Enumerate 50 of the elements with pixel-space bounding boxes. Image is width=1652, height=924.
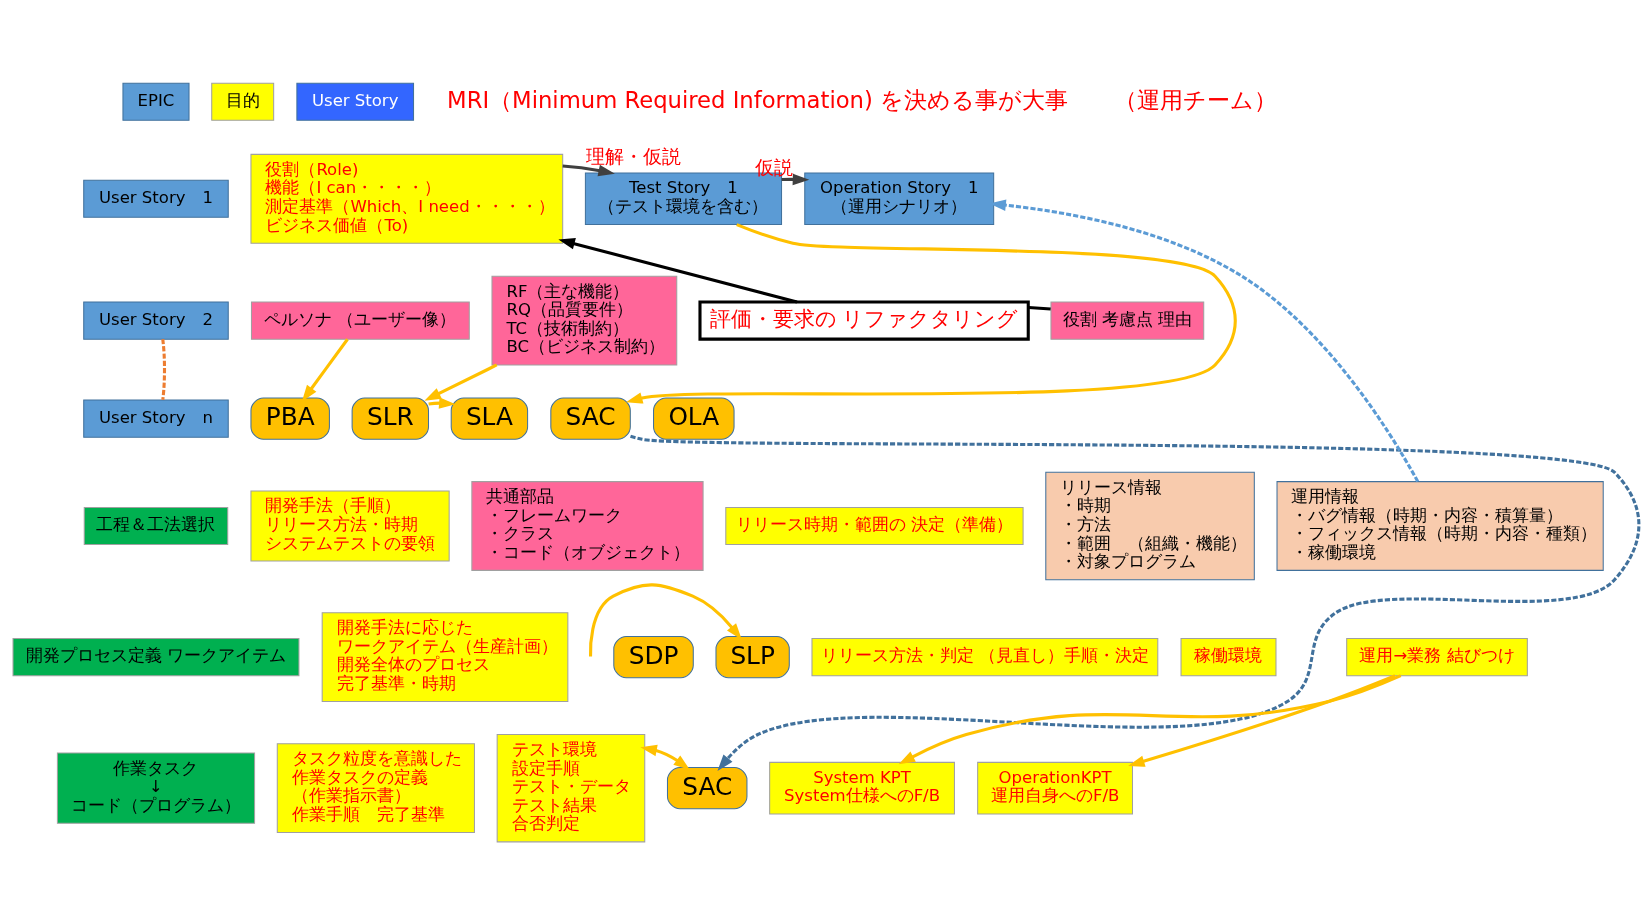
node-box: OLA bbox=[653, 397, 735, 440]
connector bbox=[1028, 305, 1051, 311]
node-box: RF（主な機能） RQ（品質要件） TC（技術制約） BC（ビジネス制約） bbox=[491, 275, 678, 366]
node-box: 開発プロセス定義 ワークアイテム bbox=[12, 638, 300, 677]
node-box: タスク粒度を意識した 作業タスクの定義 （作業指示書） 作業手順 完了基準 bbox=[276, 743, 475, 834]
arrow bbox=[898, 674, 1402, 765]
arrow bbox=[630, 434, 1641, 771]
node-box: リリース方法・判定 （見直し）手順・決定 bbox=[811, 638, 1159, 677]
node-box: 開発手法に応じた ワークアイテム（生産計画） 開発全体のプロセス 完了基準・時期 bbox=[321, 612, 569, 702]
connector bbox=[161, 339, 167, 400]
node-box: 運用情報 ・バグ情報（時期・内容・積算量） ・フィックス情報（時期・内容・種類） ・稼働環境 bbox=[1276, 481, 1604, 571]
node-box: 役割 考慮点 理由 bbox=[1050, 301, 1205, 340]
node-box: 運用→業務 結びつけ bbox=[1346, 638, 1528, 677]
arrow bbox=[588, 583, 742, 657]
edge-label: 理解・仮説 bbox=[586, 145, 682, 167]
node-box: 工程＆工法選択 bbox=[83, 506, 229, 546]
node-box: EPIC bbox=[122, 82, 190, 121]
arrow bbox=[640, 744, 691, 771]
arrow bbox=[562, 164, 615, 177]
arrow bbox=[424, 363, 498, 401]
node-box: リリース時期・範囲の 決定（準備） bbox=[725, 506, 1024, 546]
node-box: 開発手法（手順） リリース方法・時期 システムテストの要領 bbox=[250, 490, 450, 562]
node-box: テスト環境 設定手順 テスト・データ テスト結果 合否判定 bbox=[496, 734, 646, 843]
node-box: 評価・要求の リファクタリング bbox=[698, 300, 1030, 341]
node-box: 稼働環境 bbox=[1180, 638, 1277, 677]
node-box: 作業タスク ↓ コード（プログラム） bbox=[56, 752, 256, 824]
arrow bbox=[301, 338, 349, 402]
arrow bbox=[625, 223, 1237, 404]
node-box: User Story 1 bbox=[83, 179, 229, 218]
node-box: OperationKPT 運用自身へのF/B bbox=[977, 761, 1133, 815]
node-box: SAC bbox=[666, 767, 748, 810]
node-box: 役割（Role) 機能（I can・・・・） 測定基準（Which、I need・・・・） ビジネス価値（To) bbox=[250, 153, 564, 244]
node-box: SLA bbox=[450, 397, 529, 440]
node-box: SAC bbox=[550, 397, 631, 440]
node-box: 目的 bbox=[211, 82, 275, 121]
node-box: Operation Story 1 （運用シナリオ） bbox=[804, 172, 995, 226]
node-box: 共通部品 ・フレームワーク ・クラス ・コード（オブジェクト） bbox=[471, 481, 704, 571]
node-box: PBA bbox=[250, 397, 330, 440]
node-box: User Story bbox=[296, 82, 415, 121]
node-box: SDP bbox=[613, 635, 694, 679]
label: MRI（Minimum Required Information) を決める事が大事 （運用チーム） bbox=[447, 86, 1278, 113]
node-box: System KPT System仕様へのF/B bbox=[769, 761, 955, 815]
node-box: SLR bbox=[351, 397, 429, 440]
node-box: ペルソナ （ユーザー像） bbox=[250, 301, 470, 340]
node-box: User Story 2 bbox=[83, 301, 229, 340]
node-box: リリース情報 ・時期 ・方法 ・範囲 （組織・機能） ・対象プログラム bbox=[1045, 471, 1255, 581]
node-box: User Story n bbox=[83, 399, 229, 438]
arrow bbox=[558, 238, 798, 304]
arrow bbox=[1128, 674, 1396, 767]
node-box: SLP bbox=[715, 635, 790, 679]
